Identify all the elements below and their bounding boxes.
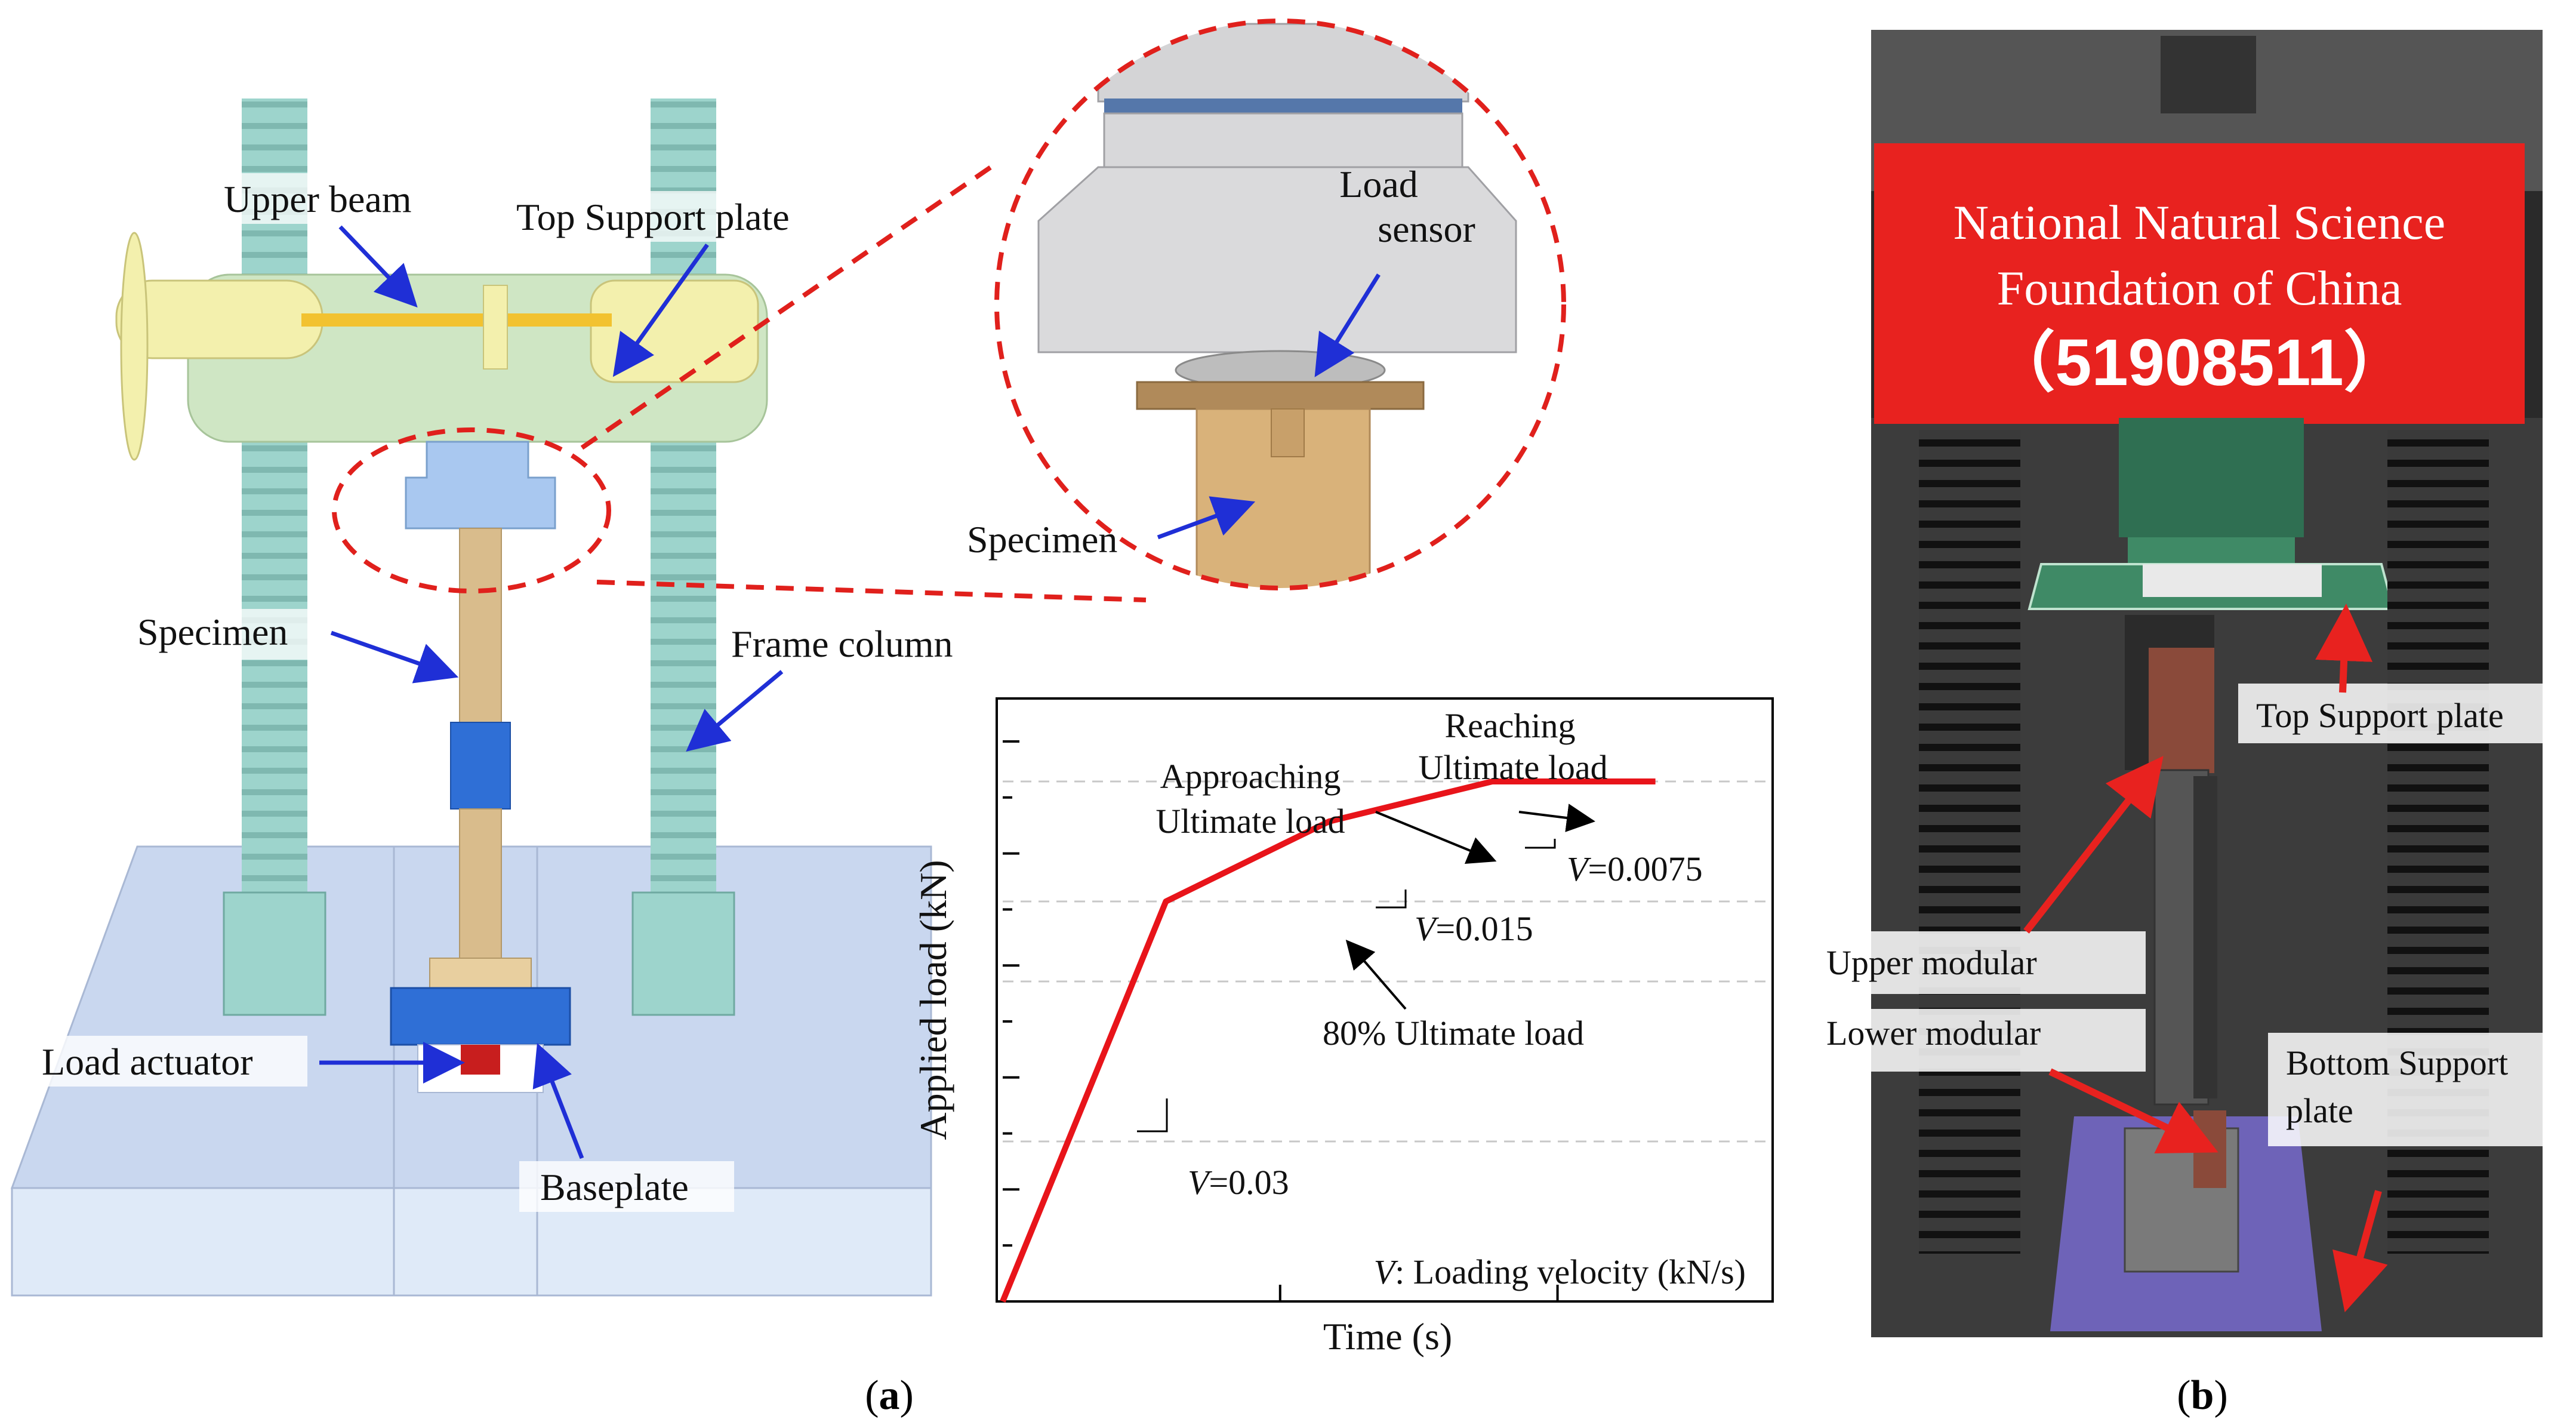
zoom-support-block [1037, 166, 1517, 353]
photo-bottom-support-arrow [2332, 1190, 2388, 1313]
load-sensor-label-line2: sensor [1378, 208, 1475, 250]
zoom-endplate [1136, 381, 1425, 410]
photo-bottom-support-label-line1: Bottom Support [2286, 1044, 2508, 1082]
slope-mark-3 [1525, 839, 1556, 849]
baseplate-3d [390, 987, 571, 1046]
beam-clamp [483, 285, 508, 370]
panel-b-labels: Top Support plate Upper modular Lower mo… [1814, 604, 2566, 1313]
eighty-percent-label: 80% Ultimate load [1323, 1014, 1584, 1052]
x-axis-label: Time (s) [1323, 1315, 1452, 1358]
loading-curve-chart: Applied load (kN) Time (s) V=0.03 V=0.01… [912, 697, 1774, 1358]
beam-end-block [590, 279, 759, 383]
reaching-arrow [1518, 804, 1595, 832]
upper-beam-arrow [338, 225, 418, 308]
zoom-stiffener [1271, 408, 1305, 457]
photo-bottom-support-label-line2: plate [2286, 1091, 2353, 1130]
loading-curve-series [1000, 778, 1656, 1303]
zoom-specimen-label: Specimen [967, 518, 1117, 561]
photo-column-left [1919, 430, 2020, 1254]
approaching-label-line2: Ultimate load [1155, 802, 1345, 841]
panel-a-labels: Upper beam Top Support plate Specimen Fr… [33, 173, 1009, 1212]
photo-load-head [2119, 418, 2304, 537]
photo-top-support-arrow [2315, 604, 2373, 693]
velocity-2-label: V=0.015 [1415, 909, 1533, 948]
load-sensor-arrow [1314, 273, 1381, 377]
banner-line2: Foundation of China [1997, 261, 2402, 315]
label-bg [215, 173, 454, 224]
banner [1874, 143, 2525, 424]
top-support-plate-3d [405, 441, 556, 530]
specimen-arrow [330, 630, 459, 684]
specimen-lower [459, 808, 502, 977]
approaching-label-line1: Approaching [1160, 757, 1341, 796]
label-bg [33, 1036, 307, 1087]
frame-column-arrow [686, 670, 784, 752]
load-sensor-label-line1: Load [1339, 163, 1418, 205]
zoom-specimen-arrow [1157, 496, 1256, 540]
label-bg [507, 191, 853, 242]
load-actuator-label: Load actuator [42, 1041, 253, 1083]
baseplate-arrow [532, 1042, 584, 1159]
top-support-plate-arrow [612, 243, 709, 377]
label-bg [722, 618, 1009, 669]
zoom-beam-underside [1097, 23, 1469, 103]
banner-line1: National Natural Science [1953, 195, 2445, 250]
top-support-plate-label: Top Support plate [516, 196, 790, 238]
slope-mark-1 [1137, 1098, 1168, 1132]
upper-beam-label: Upper beam [224, 178, 412, 220]
photo-bolt-row [2193, 776, 2217, 1098]
caption-b: (b) [2177, 1372, 2228, 1418]
chart-frame [996, 697, 1774, 1303]
photo-top-support-plate-label: Top Support plate [2256, 696, 2504, 735]
test-rig-illustration [10, 99, 1147, 1297]
photo-lower-modular-label: Lower modular [1826, 1014, 2041, 1052]
slope-mark-2 [1376, 890, 1407, 909]
photo-sensor-block [2128, 537, 2295, 564]
column-foot-left [223, 891, 326, 1016]
zoom-top-plate [1103, 112, 1463, 168]
photo-specimen-top [2149, 648, 2214, 773]
zoom-circle [994, 19, 1566, 590]
column-foot-right [631, 891, 735, 1016]
callout-leader-top [580, 165, 993, 450]
callout-leader-bottom [596, 580, 1147, 602]
frame-column-left [242, 99, 307, 893]
photo-motor [2161, 36, 2256, 113]
load-actuator-3d [461, 1045, 500, 1075]
label-bg [1814, 1009, 2146, 1072]
chart-legend-note: V: Loading velocity (kN/s) [1374, 1252, 1746, 1291]
photo-upper-modular-label: Upper modular [1826, 943, 2037, 982]
zoom-detail: Load sensor Specimen [967, 19, 1566, 590]
label-bg [128, 609, 328, 660]
banner-line3: （51908511） [1989, 326, 2409, 399]
photo-lower-modular-arrow [2048, 1068, 2218, 1154]
label-bg [519, 1161, 734, 1212]
baseplate-label: Baseplate [540, 1166, 689, 1208]
photo-plate-padding [2143, 564, 2322, 597]
caption-a: (a) [865, 1372, 914, 1418]
reaching-label-line2: Ultimate load [1418, 748, 1607, 787]
eighty-percent-arrow [1345, 939, 1407, 1010]
callout-circle-small [332, 427, 611, 593]
y-axis-label: Applied load (kN) [912, 860, 954, 1140]
beam-end-flange [120, 232, 149, 461]
specimen-label: Specimen [137, 611, 288, 653]
velocity-1-label: V=0.03 [1188, 1163, 1289, 1202]
base-block-front [11, 1187, 932, 1297]
approaching-arrow [1375, 811, 1497, 864]
label-bg [2238, 684, 2563, 743]
photo-upper-modular-arrow [2023, 756, 2164, 934]
beam-rod [301, 313, 612, 327]
label-bg [1814, 931, 2146, 994]
photo-specimen-bottom [2193, 1110, 2226, 1188]
zoom-groove [1104, 99, 1462, 113]
specimen-connector [450, 722, 511, 810]
reaching-label-line1: Reaching [1444, 706, 1575, 745]
specimen-upper [459, 528, 502, 726]
label-bg [2268, 1033, 2566, 1146]
velocity-3-label: V=0.0075 [1567, 850, 1703, 888]
frame-column-label: Frame column [731, 623, 953, 665]
